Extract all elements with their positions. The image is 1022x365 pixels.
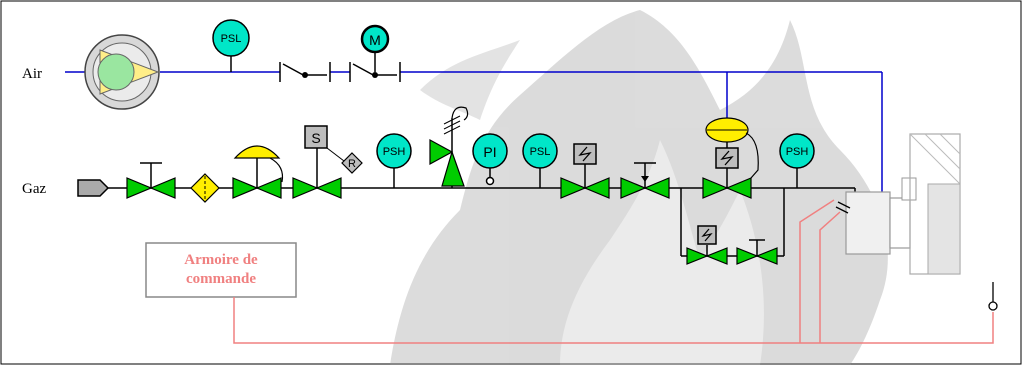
gas-inlet-icon <box>77 179 110 197</box>
pi-instrument: PI <box>472 133 508 186</box>
psh-2-label: PSH <box>786 146 809 158</box>
psl-air-instrument: PSL <box>212 19 250 72</box>
armoire-label-line1: Armoire de <box>184 252 258 268</box>
motor-instrument: M <box>360 24 390 54</box>
gas-label: Gaz <box>22 181 46 197</box>
solenoid-valve: S R <box>292 125 363 199</box>
control-wiring <box>233 199 994 344</box>
relief-valve-icon <box>429 106 469 188</box>
bypass-solenoid-valve <box>686 225 728 265</box>
main-control-valve <box>702 117 759 199</box>
flow-control-valve <box>620 162 670 199</box>
air-line <box>65 71 883 192</box>
psl-gas-instrument: PSL <box>522 133 558 188</box>
pressure-regulator <box>232 145 284 199</box>
control-cabinet: Armoire de commande <box>145 242 297 298</box>
manual-valve-1 <box>126 162 176 199</box>
psl-air-label: PSL <box>221 33 242 45</box>
psh-1-instrument: PSH <box>376 133 412 188</box>
psh-1-label: PSH <box>383 146 406 158</box>
bypass-manual-valve <box>736 239 778 265</box>
psl-gas-label: PSL <box>530 146 551 158</box>
air-label: Air <box>22 66 42 82</box>
solenoid-label: S <box>311 130 320 146</box>
safety-shutoff-valve <box>560 143 610 199</box>
air-pressure-switch-1 <box>279 62 331 82</box>
reset-label: R <box>348 158 356 170</box>
psh-2-instrument: PSH <box>779 133 815 188</box>
flame-detector-icon <box>988 282 998 311</box>
pi-label: PI <box>483 144 496 160</box>
motor-label: M <box>369 32 381 48</box>
burner-icon <box>835 133 961 275</box>
filter-icon <box>190 173 220 203</box>
air-fan-icon <box>84 34 160 110</box>
armoire-label-line2: commande <box>186 271 256 287</box>
air-pressure-switch-2 <box>349 52 401 82</box>
